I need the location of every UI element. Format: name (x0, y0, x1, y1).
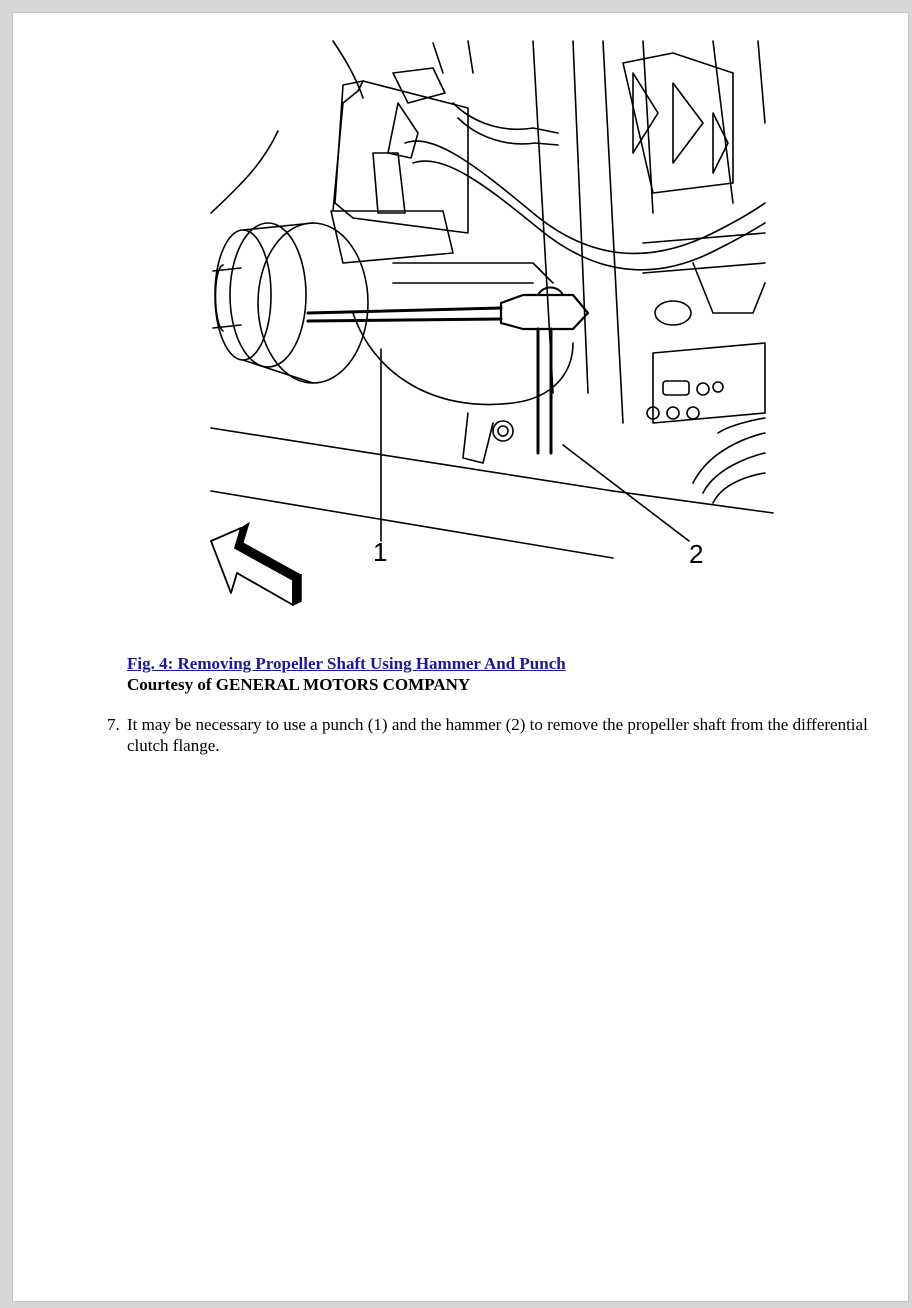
document-page: 1 2 Fig. 4: Removing Propeller Shaft Usi… (12, 12, 909, 1302)
step-text: It may be necessary to use a punch (1) a… (127, 715, 868, 755)
direction-arrow-icon (210, 521, 302, 607)
illustration-figure: 1 2 (13, 13, 910, 653)
step-number: 7. (107, 715, 120, 734)
procedure-step: 7. It may be necessary to use a punch (1… (107, 714, 877, 756)
figure-caption-link[interactable]: Fig. 4: Removing Propeller Shaft Using H… (127, 654, 566, 673)
callout-2-label: 2 (689, 539, 703, 569)
callout-1-label: 1 (373, 537, 387, 567)
courtesy-line: Courtesy of GENERAL MOTORS COMPANY (127, 675, 471, 694)
figure-caption: Fig. 4: Removing Propeller Shaft Using H… (127, 653, 566, 695)
propeller-shaft-illustration: 1 2 (210, 40, 774, 607)
